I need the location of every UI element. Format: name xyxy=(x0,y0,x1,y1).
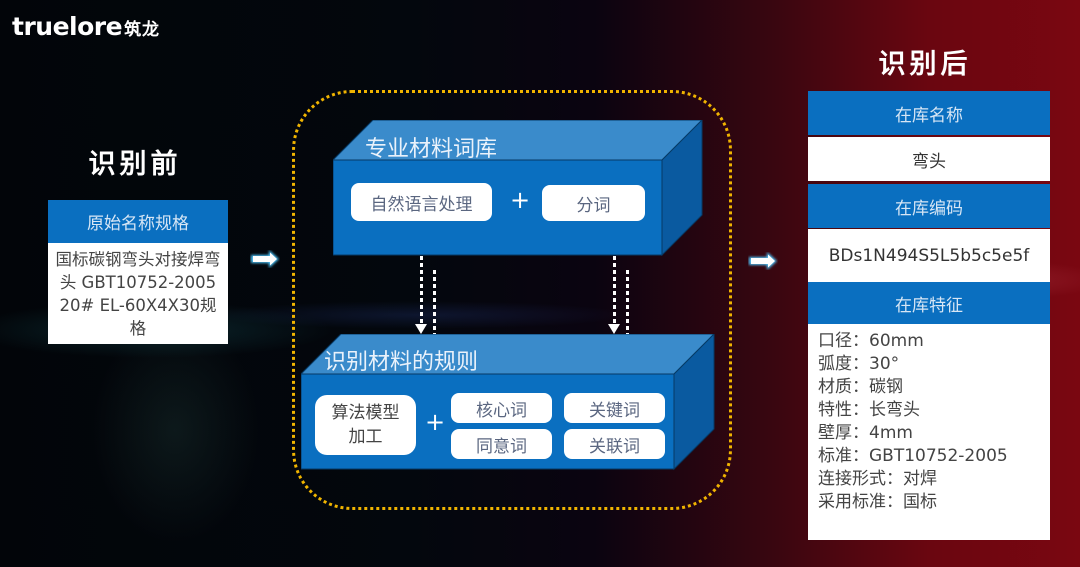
rules-item-related-word: 关联词 xyxy=(564,429,665,459)
feature-item: 材质：碳钢 xyxy=(818,377,903,397)
feature-item: 弧度：30° xyxy=(818,354,900,374)
after-feature-header: 在库特征 xyxy=(808,282,1050,324)
after-code-value: BDs1N494S5L5b5c5e5f xyxy=(808,229,1050,282)
rules-plus: + xyxy=(425,408,446,436)
before-value: 国标碳钢弯头对接焊弯头 GBT10752-2005 20# EL-60X4X30… xyxy=(48,243,228,344)
lexicon-title: 专业材料词库 xyxy=(365,137,498,162)
after-title: 识别后 xyxy=(878,49,972,80)
lexicon-plus: + xyxy=(510,186,531,214)
arrow-right-icon xyxy=(251,250,279,268)
connector-arrowhead-icon xyxy=(415,324,427,334)
rules-item-synonym: 同意词 xyxy=(451,429,552,459)
logo-cn: 筑龙 xyxy=(124,20,161,40)
feature-item: 连接形式：对焊 xyxy=(818,469,937,489)
lexicon-item-nlp: 自然语言处理 xyxy=(351,183,492,221)
arrow-right-icon xyxy=(749,252,777,270)
rules-title: 识别材料的规则 xyxy=(324,350,479,375)
after-feature-list: 口径：60mm 弧度：30° 材质：碳钢 特性：长弯头 壁厚：4mm 标准：GB… xyxy=(808,324,1050,540)
before-header: 原始名称规格 xyxy=(48,200,228,243)
after-code-header: 在库编码 xyxy=(808,184,1050,228)
connector-line xyxy=(420,256,423,324)
feature-item: 口径：60mm xyxy=(818,331,924,351)
feature-item: 特性：长弯头 xyxy=(818,400,920,420)
lexicon-item-segmentation: 分词 xyxy=(542,185,645,221)
connector-line xyxy=(613,256,616,324)
rules-item-keyword: 关键词 xyxy=(564,393,665,423)
connector-line xyxy=(433,270,436,336)
rules-model: 算法模型加工 xyxy=(315,395,416,455)
before-title: 识别前 xyxy=(88,149,182,180)
rules-item-core-word: 核心词 xyxy=(451,393,552,423)
feature-item: 采用标准：国标 xyxy=(818,492,937,512)
connector-arrowhead-icon xyxy=(608,324,620,334)
after-name-header: 在库名称 xyxy=(808,91,1050,135)
after-name-value: 弯头 xyxy=(808,137,1050,181)
connector-line xyxy=(626,270,629,336)
feature-item: 壁厚：4mm xyxy=(818,423,913,443)
logo-text: truelore xyxy=(12,12,123,41)
feature-item: 标准：GBT10752-2005 xyxy=(818,446,1008,466)
process-frame xyxy=(292,90,732,510)
